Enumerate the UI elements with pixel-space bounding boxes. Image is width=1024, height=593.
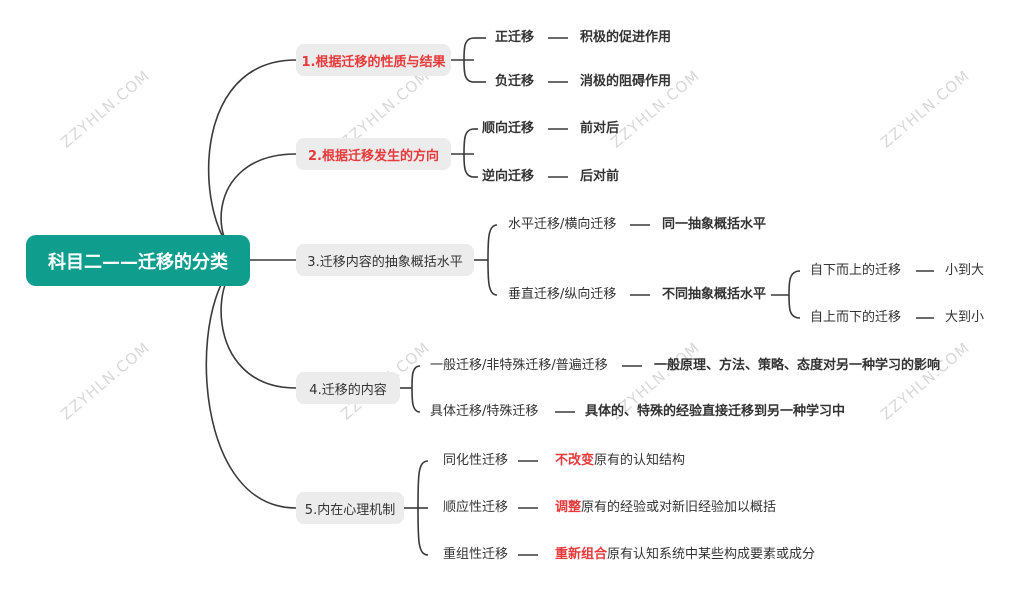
- branch-label: 4.迁移的内容: [309, 382, 387, 398]
- leaf-label: 垂直迁移/纵向迁移: [508, 287, 617, 302]
- leaf-desc: 后对前: [580, 169, 620, 184]
- leaf-label: 水平迁移/横向迁移: [508, 217, 617, 232]
- leaf-label: 重组性迁移: [443, 547, 509, 562]
- leaf-label: 同化性迁移: [443, 453, 509, 468]
- leaf-label: 顺向迁移: [482, 121, 535, 136]
- branch-node-4[interactable]: 4.迁移的内容: [296, 372, 400, 404]
- leaf-desc-rest: 原有的经验或对新旧经验加以概括: [581, 500, 777, 515]
- leaf-desc: 具体的、特殊的经验直接迁移到另一种学习中: [585, 404, 846, 419]
- branch-label: 1.根据迁移的性质与结果: [301, 54, 446, 70]
- leaf-label: 正迁移: [495, 30, 535, 45]
- leaf-desc-key: 不改变: [555, 453, 595, 468]
- leaf-desc: 重新组合原有认知系统中某些构成要素或成分: [555, 547, 815, 563]
- sub-leaf-desc: 大到小: [945, 310, 985, 325]
- leaf-desc-key: 重新组合: [555, 547, 608, 562]
- leaf-label: 具体迁移/特殊迁移: [430, 404, 539, 419]
- leaf-desc-rest: 原有认知系统中某些构成要素或成分: [607, 547, 816, 562]
- root-label: 科目二——迁移的分类: [48, 251, 228, 273]
- leaf-desc: 同一抽象概括水平: [662, 217, 767, 232]
- sub-leaf-label: 自下而上的迁移: [810, 263, 902, 278]
- leaf-desc: 积极的促进作用: [580, 30, 672, 45]
- root-node[interactable]: 科目二——迁移的分类: [26, 235, 250, 286]
- sub-leaf-label: 自上而下的迁移: [810, 310, 902, 325]
- branch-node-5[interactable]: 5.内在心理机制: [296, 492, 404, 524]
- leaf-label: 一般迁移/非特殊迁移/普遍迁移: [430, 358, 608, 373]
- branch-node-2[interactable]: 2.根据迁移发生的方向: [296, 138, 451, 170]
- branch-label: 2.根据迁移发生的方向: [308, 148, 439, 164]
- branch-node-3[interactable]: 3.迁移内容的抽象概括水平: [296, 244, 474, 276]
- leaf-label: 逆向迁移: [482, 169, 535, 184]
- branch-label: 5.内在心理机制: [304, 502, 396, 518]
- leaf-desc: 前对后: [580, 121, 620, 136]
- leaf-desc-rest: 原有的认知结构: [594, 453, 686, 468]
- sub-leaf-desc: 小到大: [945, 263, 985, 278]
- branch-label: 3.迁移内容的抽象概括水平: [307, 254, 463, 270]
- leaf-desc: 调整原有的经验或对新旧经验加以概括: [555, 500, 776, 516]
- leaf-desc: 一般原理、方法、策略、态度对另一种学习的影响: [654, 358, 941, 373]
- leaf-desc-key: 调整: [555, 500, 582, 515]
- branch-node-1[interactable]: 1.根据迁移的性质与结果: [296, 44, 451, 76]
- leaf-desc: 不同抽象概括水平: [662, 287, 767, 302]
- leaf-label: 负迁移: [495, 74, 535, 89]
- leaf-label: 顺应性迁移: [443, 500, 509, 515]
- leaf-desc: 不改变原有的认知结构: [555, 453, 685, 469]
- leaf-desc: 消极的阻碍作用: [580, 74, 672, 89]
